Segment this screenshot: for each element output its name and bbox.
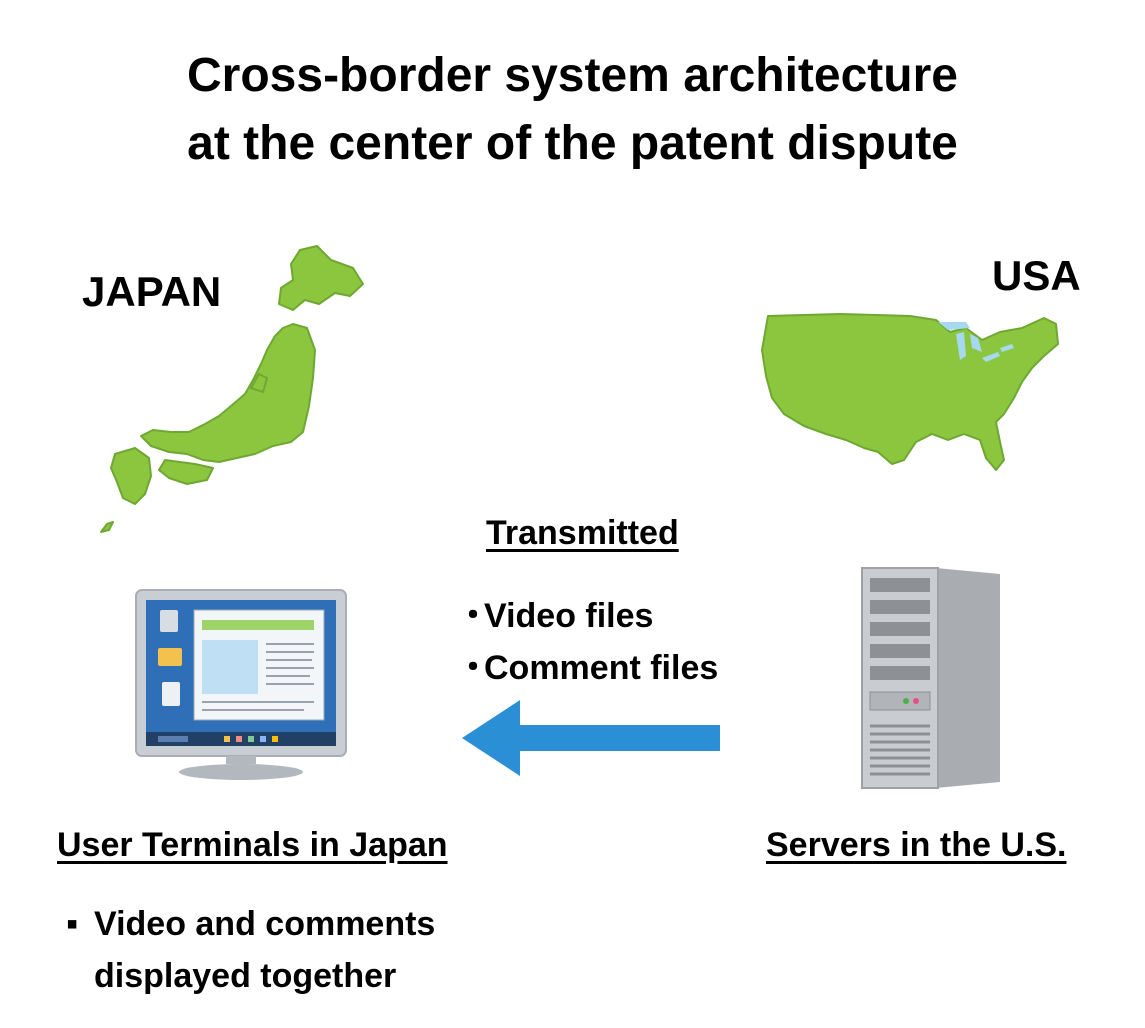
bullet: ▪: [66, 905, 79, 943]
usa-map-icon: [761, 313, 1059, 471]
title-line-2: at the center of the patent dispute: [187, 117, 958, 170]
server-icon: [861, 567, 1000, 789]
terminal-description: ▪ Video and comments displayed together: [66, 898, 435, 1002]
monitor-icon: [135, 589, 347, 780]
bullet: ・: [456, 649, 490, 687]
transmitted-item: ・Video files: [456, 588, 653, 637]
transmitted-item-label: Comment files: [484, 649, 719, 687]
transmission-arrow-icon: [462, 700, 720, 776]
noto-peninsula-shape: [250, 373, 268, 393]
japan-map-icon: [100, 245, 364, 533]
title-line-1: Cross-border system architecture: [187, 49, 958, 102]
okinawa-shape: [100, 521, 114, 533]
transmitted-heading: Transmitted: [486, 514, 679, 552]
terminal-description-line-2: displayed together: [94, 957, 397, 995]
honshu-shape: [140, 323, 316, 463]
usa-label: USA: [992, 252, 1081, 299]
terminal-description-line-1: Video and comments: [94, 905, 436, 943]
bullet: ・: [456, 597, 490, 635]
hokkaido-shape: [278, 245, 364, 311]
transmitted-item: ・Comment files: [456, 640, 718, 689]
transmitted-item-label: Video files: [484, 597, 654, 635]
server-heading: Servers in the U.S.: [766, 826, 1067, 864]
great-lakes-icon: [938, 322, 1014, 362]
kyushu-shape: [110, 447, 152, 505]
shikoku-shape: [158, 459, 214, 485]
diagram-title: Cross-border system architecture at the …: [0, 42, 1145, 178]
usa-outline-shape: [761, 313, 1059, 471]
japan-label: JAPAN: [82, 268, 222, 315]
terminal-heading: User Terminals in Japan: [57, 826, 448, 864]
